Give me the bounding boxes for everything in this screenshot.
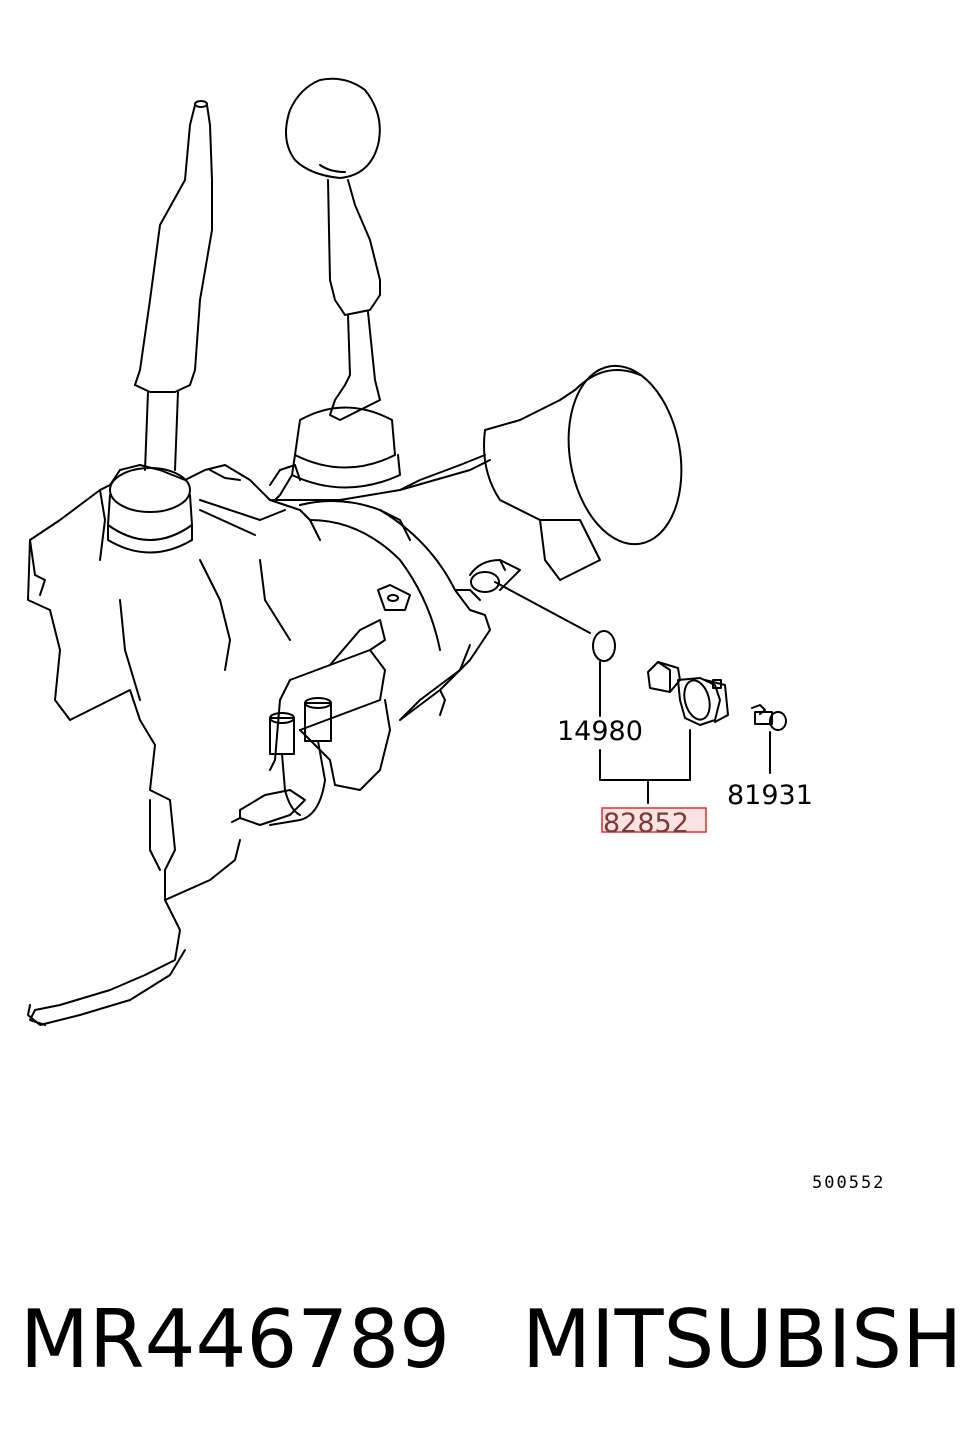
leader-lines bbox=[599, 729, 691, 804]
speed-sensor-part bbox=[647, 661, 729, 726]
caption: MR446789 MITSUBISHI bbox=[20, 1290, 960, 1390]
highlight-box bbox=[601, 807, 707, 833]
oring-part bbox=[494, 581, 616, 717]
reference-number: 500552 bbox=[812, 1173, 885, 1193]
bolt-part bbox=[751, 704, 787, 774]
label-81931: 81931 bbox=[727, 780, 813, 811]
brand-name: MITSUBISHI bbox=[522, 1293, 960, 1386]
shift-lever-left bbox=[107, 100, 213, 554]
shift-lever-right bbox=[274, 77, 401, 501]
part-number: MR446789 bbox=[20, 1293, 450, 1386]
transmission-housing bbox=[27, 464, 301, 1026]
label-14980: 14980 bbox=[557, 716, 643, 747]
extension-housing bbox=[199, 364, 683, 826]
label-82852: 82852 bbox=[603, 808, 689, 839]
